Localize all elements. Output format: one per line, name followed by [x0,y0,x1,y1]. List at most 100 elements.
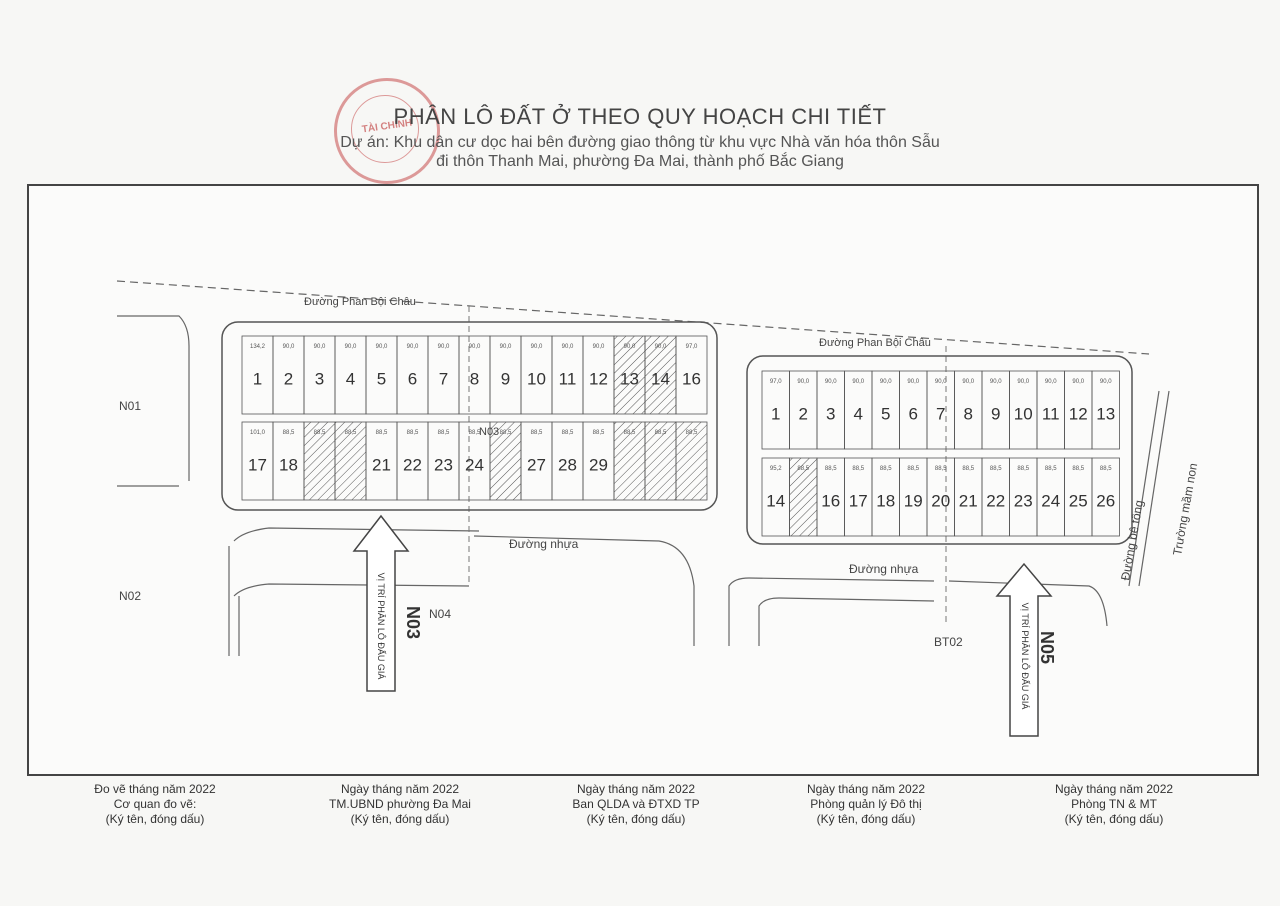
n05-top-plot-number: 10 [1014,404,1033,423]
n03-bottom-plot-area: 88,5 [500,430,512,436]
signature-block-qlda: Ngày tháng năm 2022 Ban QLDA và ĐTXD TP … [526,782,746,827]
n03-top-plot-area: 90,0 [345,344,357,350]
n03-top-plot-15 [675,335,708,415]
n03-top-plot-number: 8 [470,369,479,388]
road-label-phan-boi-chau-2: Đường Phan Bội Châu [819,337,931,349]
n03-top-plot-area: 134,2 [250,344,266,350]
n05-bottom-plot-number: 24 [1041,491,1060,510]
block-n05-outline [746,355,1133,545]
n05-bottom-plot-area: 88,5 [1045,466,1057,472]
n03-bottom-plot-4 [334,421,367,501]
n05-top-plot-number: 5 [881,404,890,423]
n05-top-plot-number: 11 [1042,404,1060,423]
signature-block-surveyor: Đo vẽ tháng năm 2022 Cơ quan đo vẽ: (Ký … [45,782,265,827]
n05-top-plot-area: 90,0 [825,379,837,385]
n05-top-plot-number: 8 [964,404,973,423]
n03-top-plot-area: 97,0 [686,344,698,350]
subdivision-map: 1134,2290,0390,0490,0590,0690,0790,0890,… [116,280,1200,737]
n03-bottom-plot-number: 28 [558,455,577,474]
n05-bottom-plot-area: 88,5 [907,466,919,472]
n05-top-plot-number: 6 [909,404,918,423]
n05-bottom-plot-number: 17 [849,491,868,510]
n03-bottom-plot-area: 88,5 [438,430,450,436]
n03-top-plot-number: 1 [253,369,262,388]
n03-top-plot-area: 90,0 [469,344,481,350]
block-label-n01: N01 [119,399,141,413]
n03-bottom-plot-area: 88,5 [531,430,543,436]
signature-block-tnmt: Ngày tháng năm 2022 Phòng TN & MT (Ký tê… [1004,782,1224,827]
n05-bottom-plot-area: 88,5 [962,466,974,472]
n05-top-plot-number: 1 [771,404,780,423]
n03-bottom-plot-number: 22 [403,455,422,474]
n03-top-row: 1134,2290,0390,0490,0590,0690,0790,0890,… [241,335,708,415]
n05-bottom-plot-number: 23 [1014,491,1033,510]
n05-bottom-plot-number: 22 [986,491,1005,510]
n03-bottom-plot-15 [675,421,708,501]
n03-bottom-plot-number: 29 [589,455,608,474]
n05-bottom-plot-area: 88,5 [990,466,1002,472]
n05-top-plot-number: 12 [1069,404,1088,423]
signature-org: TM.UBND phường Đa Mai [329,797,471,811]
n03-top-plot-number: 12 [589,369,608,388]
n03-top-plot-number: 11 [559,369,577,388]
road-label-asphalt-1: Đường nhựa [509,537,579,551]
n03-top-plot-area: 90,0 [438,344,450,350]
n03-top-plot-14 [644,335,677,415]
n05-bottom-plot-number: 18 [876,491,895,510]
road-centerlines [468,306,947,626]
n05-top-plot-area: 90,0 [797,379,809,385]
n05-top-plot-number: 4 [854,404,863,423]
n05-top-plot-number: 3 [826,404,835,423]
n05-bottom-plot-area: 88,5 [852,466,864,472]
n03-top-plot-area: 90,0 [624,344,636,350]
block-label-bt02: BT02 [934,635,963,649]
n05-bottom-plot-area: 88,5 [1017,466,1029,472]
signature-date: Ngày tháng năm 2022 [806,782,926,796]
n03-top-plot-number: 10 [527,369,546,388]
n03-top-plot-number: 9 [501,369,510,388]
n03-top-plot-area: 90,0 [655,344,667,350]
n05-top-plot-area: 90,0 [1045,379,1057,385]
n05-bottom-plot-area: 88,5 [935,466,947,472]
auction-block-n03: N03 [403,606,423,639]
n03-bottom-plot-area: 88,5 [469,430,481,436]
signature-date: Ngày tháng năm 2022 [576,782,696,796]
n05-top-plot-13 [1091,370,1120,450]
signature-note: (Ký tên, đóng dấu) [816,812,916,826]
n03-bottom-plot-area: 88,5 [655,430,667,436]
signature-note: (Ký tên, đóng dấu) [586,812,686,826]
auction-label-n03: VỊ TRÍ PHÂN LÔ ĐẤU GIÁ [376,573,386,680]
document-subtitle-line2: đi thôn Thanh Mai, phường Đa Mai, thành … [436,153,844,170]
n05-bottom-plot-number: 19 [904,491,923,510]
n03-top-plot-area: 90,0 [562,344,574,350]
n03-bottom-plot-area: 88,5 [283,430,295,436]
block-n03-outline [221,321,718,511]
n03-bottom-plot-area: 101,0 [250,430,266,436]
n05-bottom-plot-area: 88,5 [1072,466,1084,472]
n03-bottom-plot-3 [303,421,336,501]
n05-bottom-plot-area: 88,5 [880,466,892,472]
n03-bottom-plot-area: 88,5 [376,430,388,436]
n03-bottom-plot-14 [644,421,677,501]
n05-top-plot-area: 90,0 [990,379,1002,385]
n05-top-plot-area: 90,0 [1100,379,1112,385]
n05-top-plot-number: 7 [936,404,945,423]
signature-note: (Ký tên, đóng dấu) [350,812,450,826]
road-lines [116,280,1170,656]
block-label-n02: N02 [119,589,141,603]
n05-bottom-plot-2 [789,457,818,537]
n05-bottom-plot-number: 20 [931,491,950,510]
n05-top-plot-number: 13 [1096,404,1115,423]
signature-date: Ngày tháng năm 2022 [340,782,460,796]
n03-bottom-plot-number: 18 [279,455,298,474]
label-kindergarten: Trường mầm non [1170,462,1200,557]
n03-bottom-plot-number: 21 [372,455,391,474]
n05-bottom-plot-area: 88,5 [1100,466,1112,472]
n05-top-plot-area: 90,0 [852,379,864,385]
n05-bottom-plot-number: 16 [821,491,840,510]
n05-top-plot-area: 90,0 [1017,379,1029,385]
road-label-phan-boi-chau-1: Đường Phan Bội Châu [304,296,416,308]
n03-bottom-plot-area: 88,5 [686,430,698,436]
